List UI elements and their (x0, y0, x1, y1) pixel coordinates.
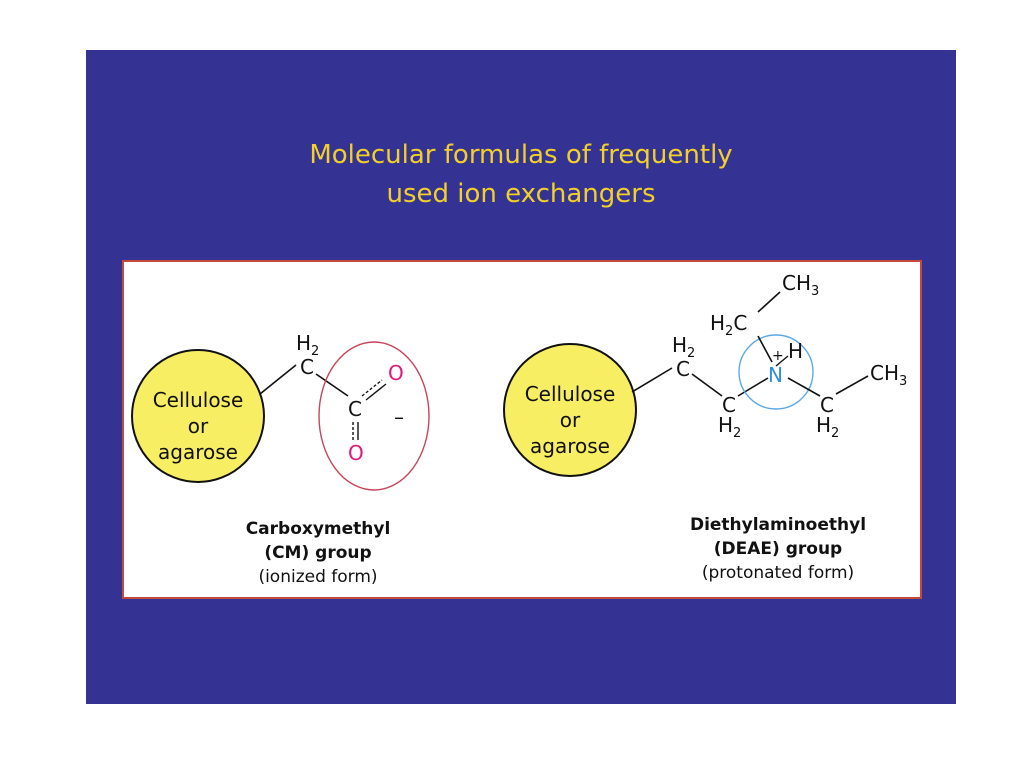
deae-support-label-2: or (560, 408, 581, 432)
cm-ch2-h: H2 (296, 331, 319, 359)
deae-name-line-2: (DEAE) group (714, 539, 842, 559)
cm-name-line-2: (CM) group (264, 543, 371, 563)
structures-figure: Cellulose or agarose H2 C C O (122, 260, 922, 599)
deae-right-ch3: CH3 (870, 361, 907, 389)
deae-upper-ch2: H2C (710, 311, 747, 339)
cm-structure: Cellulose or agarose H2 C C O (131, 331, 430, 587)
cm-negative-charge: – (394, 405, 404, 429)
deae-bond-right-c-ch3 (835, 375, 869, 395)
deae-bond-n-upper-ch2 (757, 335, 773, 363)
cm-support-circle (131, 349, 265, 483)
deae-amine-highlight (738, 334, 814, 410)
deae-bond-upper-ch2-ch3 (757, 291, 781, 313)
deae-support-label-1: Cellulose (525, 382, 616, 406)
cm-bond-support-ch2 (259, 364, 297, 395)
deae-c2: C (722, 393, 736, 417)
deae-support-circle (503, 343, 637, 477)
deae-upper-ch3: CH3 (782, 271, 819, 299)
title-line-1: Molecular formulas of frequently (309, 140, 733, 170)
structures-diagram: Cellulose or agarose H2 C C O (131, 271, 907, 587)
cm-name-line-3: (ionized form) (258, 567, 377, 587)
cm-name-line-1: Carboxymethyl (246, 519, 391, 539)
deae-bond-n-right-c (787, 377, 821, 397)
deae-n-hydrogen: H (788, 339, 803, 363)
deae-nitrogen: N (768, 363, 783, 387)
deae-c1: C (676, 357, 690, 381)
cm-support-label-2: or (188, 414, 209, 438)
cm-support-label-3: agarose (158, 440, 238, 464)
deae-bond-support-c1 (631, 367, 673, 393)
cm-support-label-1: Cellulose (153, 388, 244, 412)
deae-right-c: C (820, 393, 834, 417)
cm-oxygen-bottom: O (348, 441, 364, 465)
slide-title: Molecular formulas of frequently used io… (86, 136, 956, 214)
deae-bond-n-h (775, 355, 789, 367)
cm-bond-ch2-c (315, 373, 349, 397)
deae-structure: Cellulose or agarose H2 C C H2 N + (503, 271, 907, 583)
cm-carboxyl-highlight (318, 341, 430, 491)
slide-background: Molecular formulas of frequently used io… (86, 50, 956, 704)
deae-support-label-3: agarose (530, 434, 610, 458)
title-line-2: used ion exchangers (386, 179, 656, 209)
deae-name-line-3: (protonated form) (702, 563, 854, 583)
deae-positive-charge: + (772, 348, 784, 364)
cm-oxygen-top: O (388, 361, 404, 385)
deae-c2-h: H2 (718, 413, 741, 441)
deae-c1-h: H2 (672, 333, 695, 361)
cm-bond-c-o-top-dashed (361, 379, 383, 397)
deae-bond-c1-c2 (691, 373, 723, 397)
cm-carboxyl-c: C (348, 397, 362, 421)
deae-right-c-h: H2 (816, 413, 839, 441)
cm-bond-c-o-top (365, 383, 387, 401)
deae-bond-c2-n (737, 377, 769, 397)
cm-ch2-c: C (300, 355, 314, 379)
deae-name-line-1: Diethylaminoethyl (690, 515, 866, 535)
